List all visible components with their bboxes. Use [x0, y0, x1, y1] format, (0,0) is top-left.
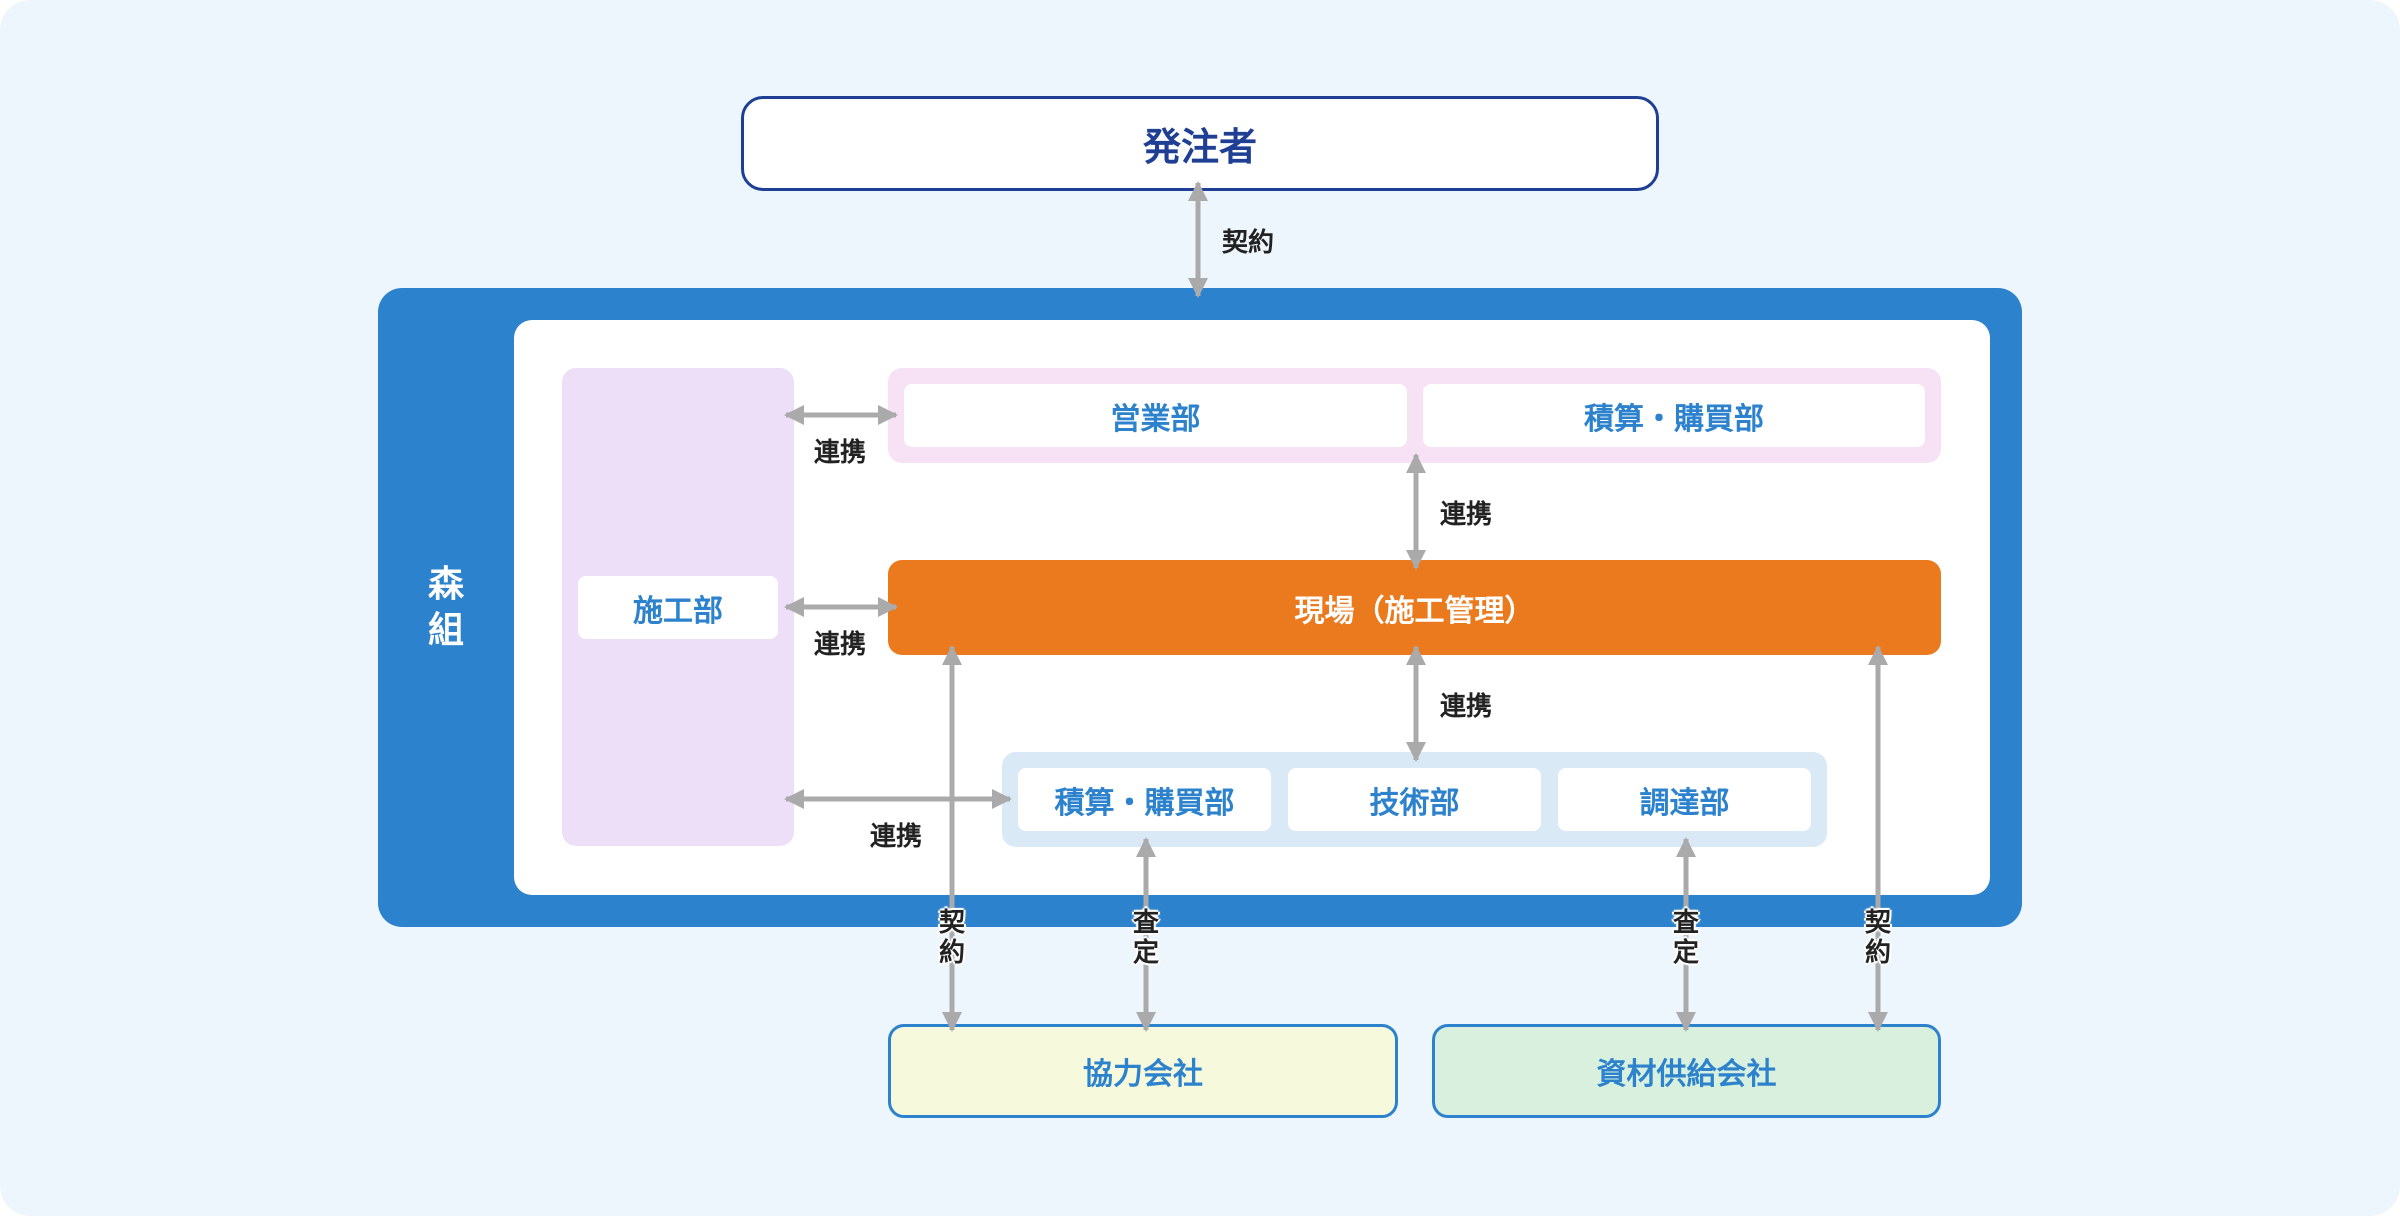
company-label-char: 森	[427, 563, 464, 605]
label-char: 契	[1864, 908, 1891, 938]
assessment-label-supplier: 査 定	[1671, 908, 1701, 968]
contract-label-partner: 契 約	[937, 908, 967, 968]
sales-dept-label: 営業部	[1110, 401, 1201, 437]
engineering-dept-box: 技術部	[1288, 768, 1541, 831]
label-char: 契	[938, 908, 965, 938]
sales-dept-box: 営業部	[904, 384, 1407, 447]
label-char: 定	[1672, 938, 1699, 968]
cooperation-label-top-left: 連携	[814, 438, 867, 468]
estimation-purchasing-dept-box: 積算・購買部	[1423, 384, 1925, 447]
cooperation-label-middle-left: 連携	[814, 630, 867, 660]
partner-company-label: 協力会社	[1083, 1057, 1203, 1092]
site-management-label: 現場（施工管理）	[1294, 593, 1535, 629]
label-char: 約	[938, 938, 965, 968]
estimation-purchasing-dept-label-2: 積算・購買部	[1054, 785, 1235, 821]
client-box: 発注者	[741, 96, 1659, 191]
cooperation-label-top-center: 連携	[1440, 500, 1493, 530]
supplier-company-box: 資材供給会社	[1432, 1024, 1941, 1118]
partner-company-box: 協力会社	[888, 1024, 1398, 1118]
label-char: 約	[1864, 938, 1891, 968]
procurement-dept-box: 調達部	[1558, 768, 1811, 831]
supplier-company-label: 資材供給会社	[1596, 1057, 1777, 1092]
estimation-purchasing-dept-box-2: 積算・購買部	[1018, 768, 1271, 831]
company-label: 森 組	[378, 288, 514, 927]
assessment-label-partner: 査 定	[1131, 908, 1161, 968]
company-label-char: 組	[427, 609, 464, 651]
procurement-dept-label: 調達部	[1639, 785, 1730, 821]
label-char: 査	[1132, 908, 1159, 938]
client-label: 発注者	[1142, 125, 1257, 169]
label-char: 査	[1672, 908, 1699, 938]
label-char: 定	[1132, 938, 1159, 968]
contract-label-supplier: 契 約	[1863, 908, 1893, 968]
cooperation-label-bottom-center: 連携	[1440, 692, 1493, 722]
engineering-dept-label: 技術部	[1369, 785, 1460, 821]
construction-dept-box: 施工部	[578, 576, 778, 639]
construction-dept-label: 施工部	[633, 593, 723, 629]
cooperation-label-bottom-left: 連携	[870, 822, 923, 852]
contract-label-client: 契約	[1222, 228, 1275, 258]
site-management-box: 現場（施工管理）	[888, 560, 1941, 655]
estimation-purchasing-dept-label: 積算・購買部	[1584, 401, 1764, 437]
